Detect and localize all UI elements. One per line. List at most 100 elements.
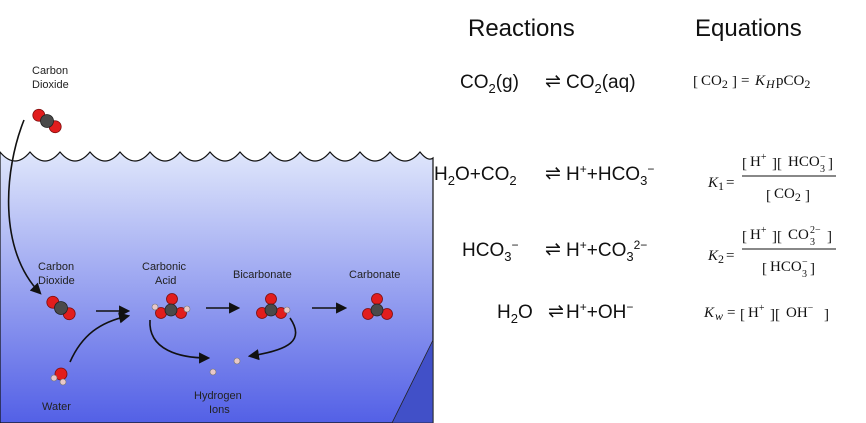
svg-text:HCO: HCO [788,154,820,170]
svg-text:K: K [703,305,715,321]
carbonate-label: Carbonate [349,269,400,281]
reaction-2-right: H++HCO3− [566,162,654,188]
svg-text:H: H [765,77,776,91]
equation-k1: K 1 = [ H+ ][ HCO − 3 ] [ CO2 ] [707,152,836,204]
svg-text:=: = [726,175,734,191]
equations-header: Equations [695,15,802,42]
water-label: Water [42,401,71,413]
svg-text:3: 3 [802,269,807,280]
svg-text:]: ] [732,74,737,90]
co2-air-label-line1: Carbon [32,65,68,77]
reaction-1-right: CO2(aq) [566,72,636,96]
reaction-row-3: HCO3− ⇌ H++CO32− [462,238,647,264]
svg-text:[: [ [693,74,698,90]
svg-text:H2O+CO2: H2O+CO2 [434,164,517,188]
svg-text:3: 3 [810,237,815,248]
water-to-acid-arrow [69,312,131,363]
svg-text:CO2(aq): CO2(aq) [566,72,636,96]
reaction-row-2: H2O+CO2 ⇌ H++HCO3− [434,162,654,188]
svg-text:HCO: HCO [770,259,802,275]
reaction-4-right: H++OH− [566,300,633,323]
co2-air-label-line2: Dioxide [32,79,69,91]
svg-text:CO2: CO2 [701,73,728,91]
svg-text:[: [ [762,261,767,277]
svg-text:][: ][ [772,229,782,245]
bicarbonate-label: Bicarbonate [233,269,292,281]
svg-text:][: ][ [772,156,782,172]
svg-text:[: [ [742,156,747,172]
equation-henry: [ CO2 ] = K H pCO2 [693,73,810,91]
svg-text:H+: H+ [750,225,767,243]
bicarbonate-to-hydrogen-arrow [247,317,297,361]
water-molecule [50,367,68,386]
svg-text:[: [ [766,188,771,204]
svg-text:H+: H+ [748,303,765,321]
svg-text:−: − [802,257,808,268]
svg-text:]: ] [805,188,810,204]
svg-text:=: = [727,305,735,321]
reaction-1-arrow: ⇌ [545,71,561,92]
ocean-water [0,151,434,423]
svg-text:1: 1 [718,179,724,193]
carbonic-label-line1: Carbonic [142,261,187,273]
hydrogen-label-line2: Ions [209,404,230,416]
svg-text:]: ] [810,261,815,277]
co2-water-label-line1: Carbon [38,261,74,273]
svg-text:]: ] [824,307,829,323]
co2-water-label-line2: Dioxide [38,275,75,287]
svg-text:HCO3−: HCO3− [462,238,518,264]
carbonic-acid-molecule [151,293,191,319]
co2-water-molecule [46,295,76,321]
equation-k2: K 2 = [ H+ ][ CO 2− 3 ] [ HCO − 3 ] [707,225,836,280]
svg-text:]: ] [828,156,833,172]
hydrogen-label-line1: Hydrogen [194,390,242,402]
svg-text:H+: H+ [750,152,767,170]
svg-text:[: [ [742,229,747,245]
svg-text:[: [ [740,307,745,323]
reaction-4-arrow: ⇌ [548,301,564,322]
svg-text:K: K [707,248,719,264]
co2-air-molecule [32,108,62,134]
svg-text:H++HCO3−: H++HCO3− [566,162,654,188]
reactions-header: Reactions [468,15,575,42]
svg-text:pCO2: pCO2 [776,73,810,91]
svg-text:3: 3 [820,164,825,175]
reaction-1-left: CO2(g) [460,72,519,96]
acid-to-hydrogen-arrow [149,319,211,364]
carbonate-molecule [362,293,393,320]
svg-text:=: = [726,248,734,264]
reaction-2-left: H2O+CO2 [434,164,517,188]
reaction-3-left: HCO3− [462,238,518,264]
svg-text:2−: 2− [810,225,821,236]
dissolve-arrow [7,119,42,295]
equation-kw: K w = [ H+ ][ OH− ] [703,303,829,323]
reaction-row-4: H2O ⇌ H++OH− [497,300,633,326]
carbonic-label-line2: Acid [155,275,176,287]
hydrogen-ion-2 [233,357,241,365]
svg-text:w: w [715,309,723,323]
svg-text:2: 2 [718,252,724,266]
reaction-3-right: H++CO32− [566,238,647,264]
svg-text:H2O: H2O [497,302,533,326]
svg-text:H++CO32−: H++CO32− [566,238,647,264]
reaction-2-arrow: ⇌ [545,163,561,184]
reaction-row-1: CO2(g) ⇌ CO2(aq) [460,71,636,96]
svg-text:K: K [754,73,766,89]
svg-text:−: − [820,152,826,163]
svg-text:OH−: OH− [786,303,814,321]
svg-text:=: = [741,73,749,89]
hydrogen-ion-1 [209,368,217,376]
ocean-panel [0,151,434,423]
svg-text:]: ] [827,229,832,245]
svg-text:H++OH−: H++OH− [566,300,633,323]
svg-text:][: ][ [770,307,780,323]
svg-text:CO2(g): CO2(g) [460,72,519,96]
svg-text:CO: CO [788,227,809,243]
reaction-4-left: H2O [497,302,533,326]
reaction-3-arrow: ⇌ [545,239,561,260]
svg-text:CO2: CO2 [774,186,801,204]
seafloor-slope [391,339,434,423]
svg-text:K: K [707,175,719,191]
bicarbonate-molecule [256,293,291,319]
